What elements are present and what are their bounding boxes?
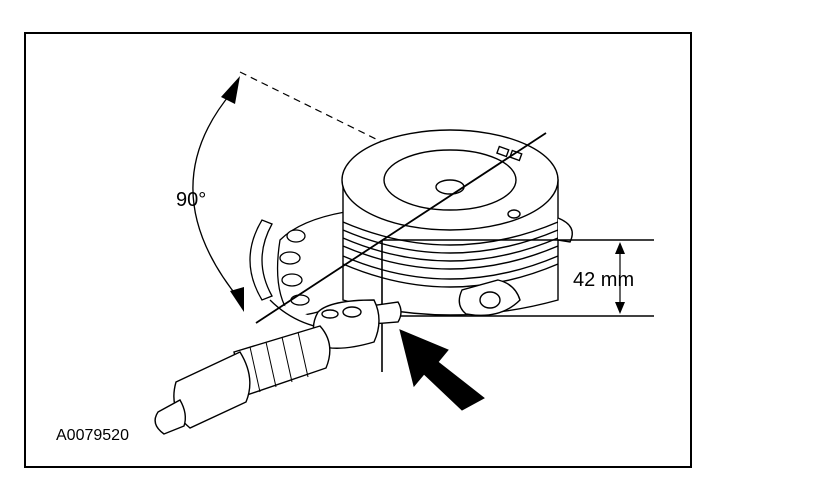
measurement-point-arrow (399, 329, 485, 411)
ring-groove (342, 263, 559, 288)
micrometer (154, 299, 402, 435)
dimension-arrow (615, 242, 625, 314)
dimension-arrowhead-up (615, 242, 625, 254)
micrometer-thimble (173, 351, 251, 429)
micrometer-ratchet (154, 399, 187, 435)
angle-arc (192, 76, 244, 312)
ring-groove (342, 255, 559, 280)
angle-label: 90° (176, 189, 206, 211)
figure-id-label: A0079520 (56, 427, 129, 444)
connecting-rod (249, 211, 351, 331)
ring-groove (342, 245, 559, 270)
piston-centerline (255, 132, 547, 324)
arc-arrowhead-top (221, 76, 240, 104)
piston (341, 129, 573, 317)
dimension-label: 42 mm (573, 269, 634, 291)
ring-groove (342, 221, 559, 246)
micrometer-barrel (233, 325, 331, 397)
arc-arrowhead-bottom (230, 287, 244, 312)
dimension-arrowhead-down (615, 302, 625, 314)
